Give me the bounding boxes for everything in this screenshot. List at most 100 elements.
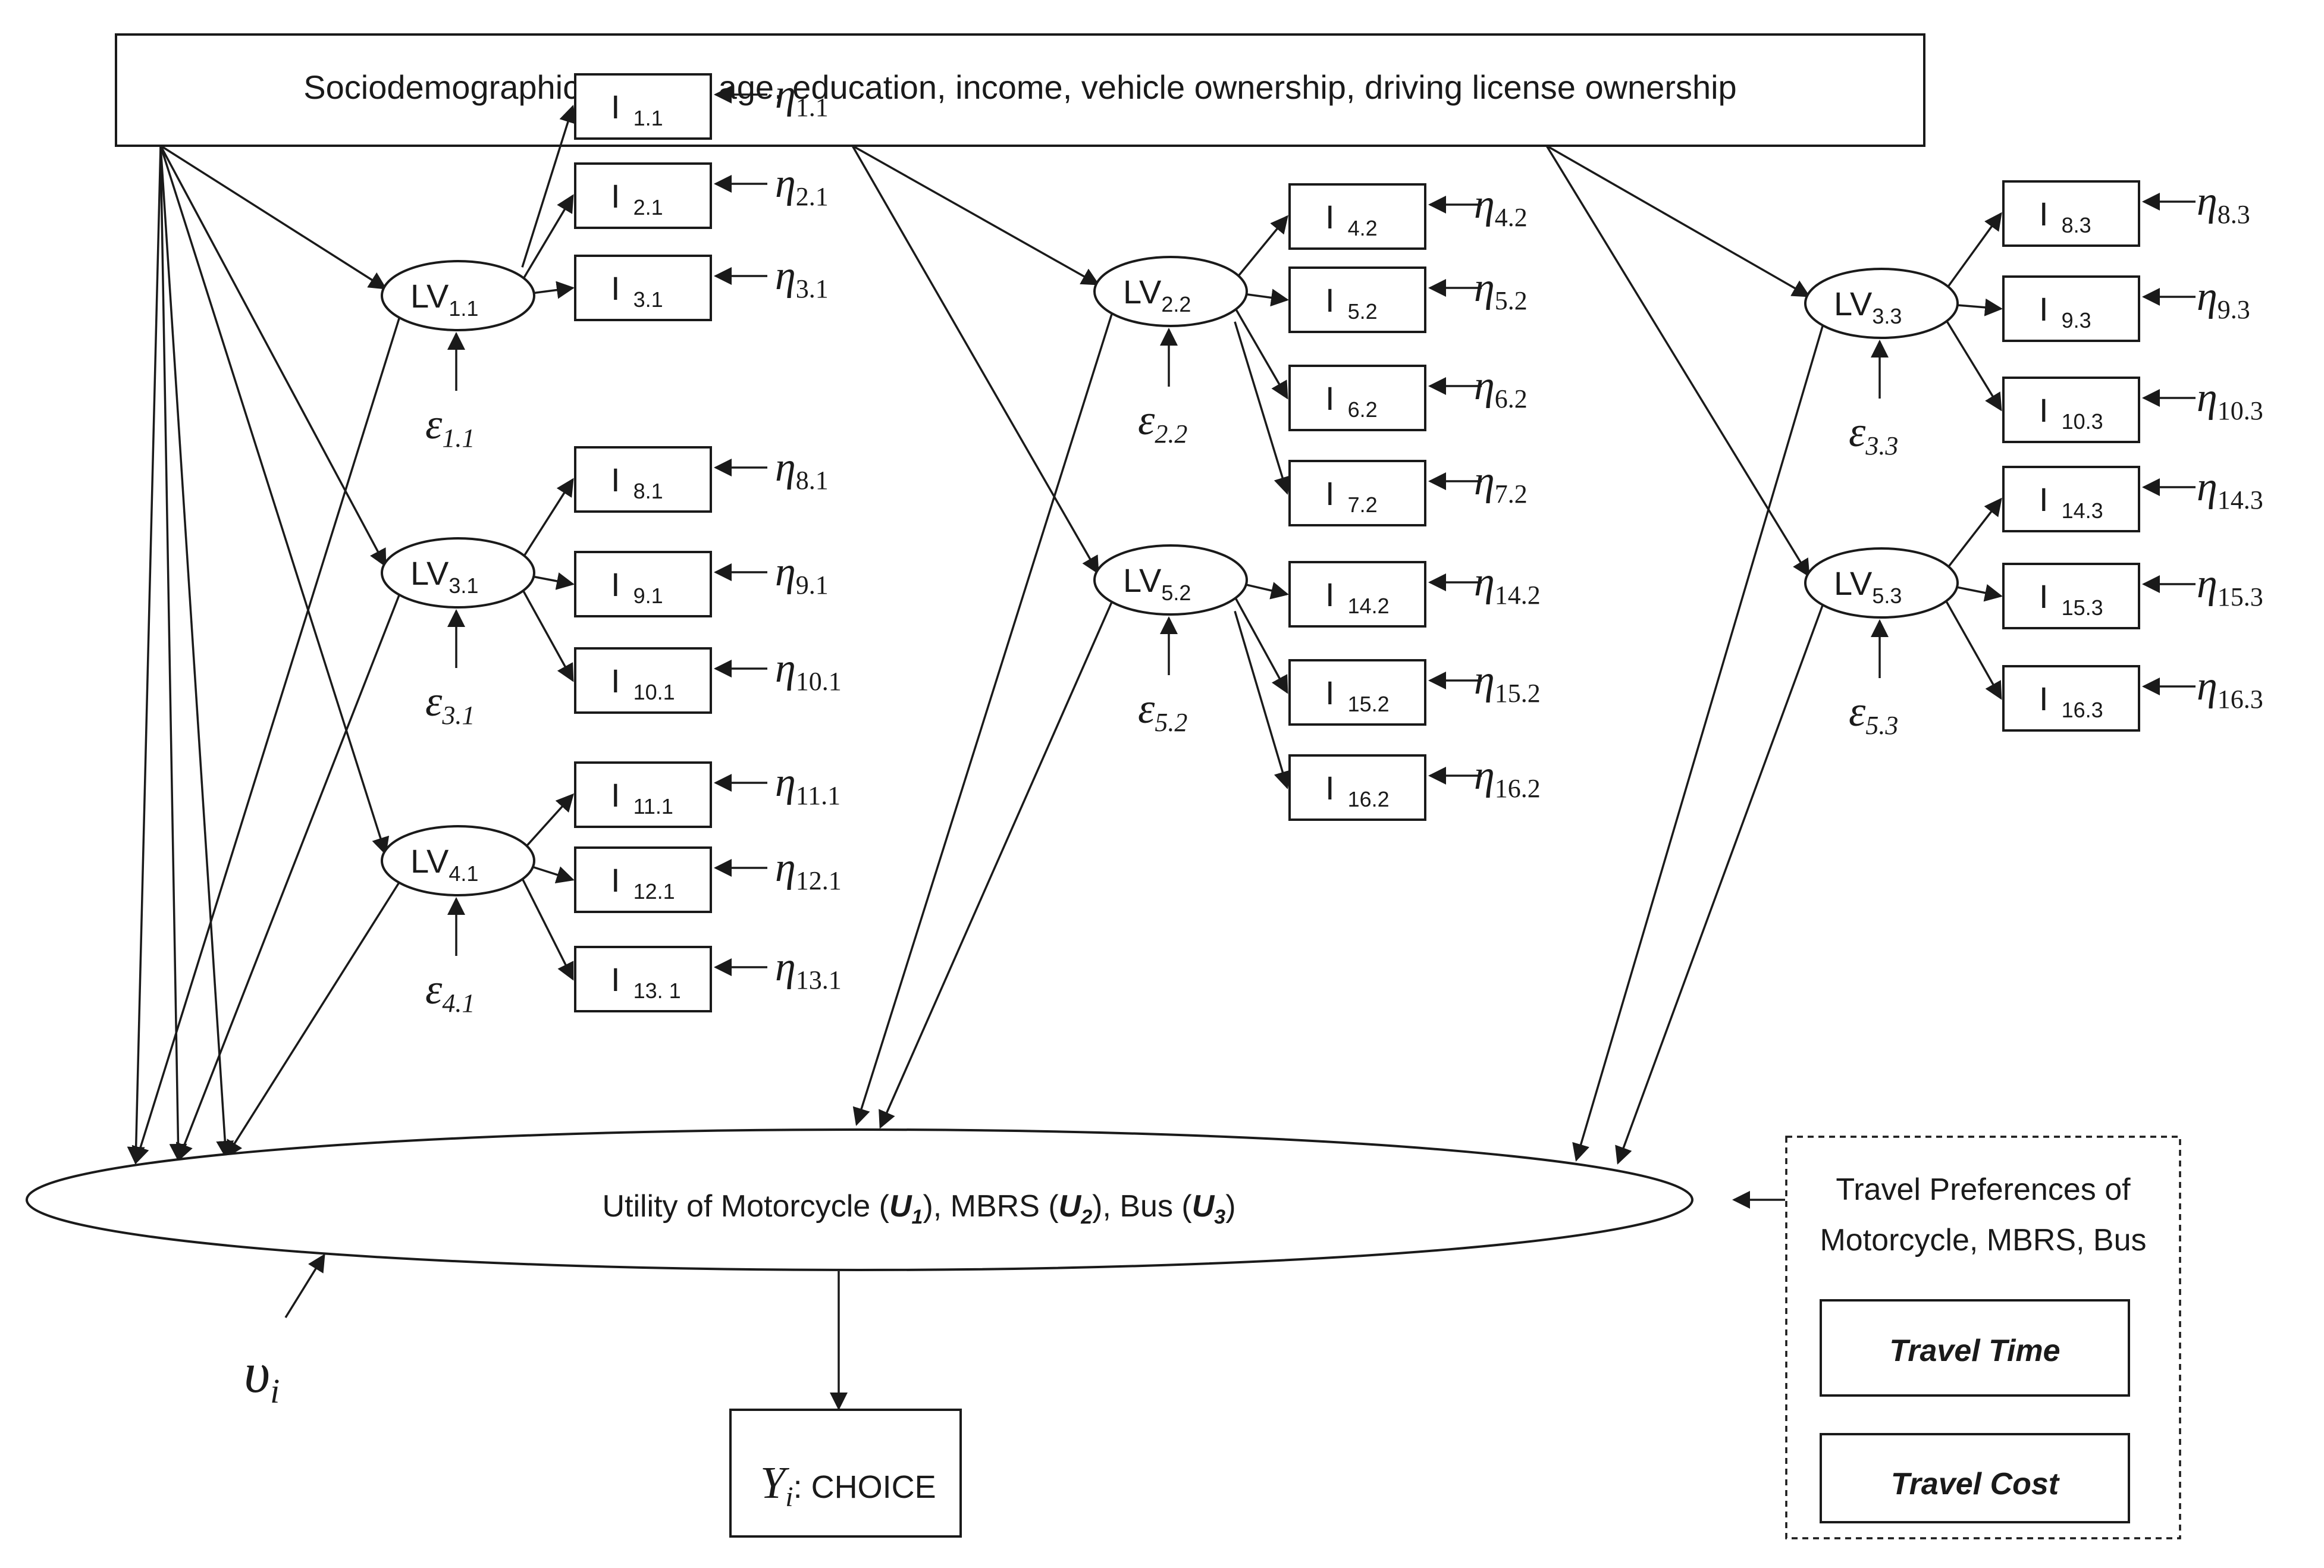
utility-mid2: ), Bus (: [1092, 1189, 1192, 1224]
indicator-subscript: 4.2: [1348, 216, 1378, 240]
eta-subscript: 4.2: [1495, 203, 1528, 232]
socio-to-lv41-arrow: [159, 145, 390, 855]
eta-subscript: 8.1: [796, 466, 829, 495]
indicator-base: I: [1325, 475, 1335, 512]
indicator-subscript: 5.2: [1348, 299, 1378, 324]
lv-to-indicator-arrow: [1944, 497, 2002, 571]
indicator-label: I 14.2: [1325, 576, 1390, 618]
travel-preferences-box: [1785, 1136, 2181, 1539]
indicator-base: I: [1325, 281, 1335, 319]
lv-label: LV4.1: [410, 842, 478, 886]
sociodemographic-box: [115, 33, 1925, 147]
eta-symbol: η: [775, 645, 796, 691]
indicator-subscript: 15.2: [1348, 692, 1390, 716]
socio-to-utility-arrow: [159, 145, 234, 1159]
lv-subscript: 3.3: [1872, 304, 1902, 328]
sociodemographic-label: Sociodemographic: gender, age, education…: [303, 68, 1736, 106]
indicator-subscript: 11.1: [633, 794, 673, 819]
lv-error-subscript: 5.2: [1155, 708, 1187, 737]
indicator-base: I: [611, 461, 620, 498]
lv-error-label: ε5.3: [1849, 688, 1898, 740]
indicator-label: I 14.3: [2039, 481, 2103, 523]
eta-subscript: 8.3: [2218, 200, 2250, 229]
indicator-box: [2002, 466, 2140, 532]
lv-to-indicator-arrow: [1234, 321, 1291, 495]
indicator-box: [574, 647, 712, 714]
eta-symbol: η: [775, 161, 796, 206]
lv-error-subscript: 2.2: [1155, 419, 1187, 449]
eta-subscript: 2.1: [796, 182, 829, 211]
lv-base: LV: [1123, 273, 1162, 311]
eta-subscript: 14.3: [2218, 485, 2263, 515]
indicator-base: I: [2039, 481, 2049, 518]
indicator-base: I: [1325, 576, 1335, 613]
indicator-subscript: 9.3: [2062, 308, 2091, 333]
socio-to-utility-arrow: [127, 145, 162, 1165]
travel-cost-label: Travel Cost: [1891, 1467, 2060, 1501]
eta-subscript: 10.3: [2218, 396, 2263, 425]
lv-error-symbol: ε: [425, 400, 443, 448]
eta-subscript: 15.3: [2218, 582, 2263, 611]
eta-symbol: η: [1474, 559, 1495, 605]
indicator-base: I: [2039, 290, 2049, 328]
socio-to-lv22-arrow: [852, 145, 1100, 286]
lv-error-symbol: ε: [425, 678, 443, 725]
eta-symbol: η: [775, 944, 796, 990]
eta-label: η13.1: [775, 944, 842, 995]
lv33-to-utility-arrow: [1572, 324, 1824, 1162]
lv-label: LV2.2: [1123, 273, 1191, 316]
eta-symbol: η: [2197, 274, 2218, 319]
lv-to-indicator-arrow: [1234, 610, 1291, 789]
lv-error-subscript: 4.1: [442, 989, 475, 1018]
lv41-to-utility-arrow: [225, 881, 401, 1159]
indicator-box: [1288, 183, 1426, 250]
eta-subscript: 13.1: [796, 965, 842, 995]
indicator-subscript: 14.2: [1348, 594, 1390, 618]
eta-label: η8.1: [775, 444, 829, 495]
lv-to-indicator-arrow: [521, 878, 574, 981]
socio-to-lv52-arrow: [851, 145, 1099, 575]
choice-box: [729, 1409, 962, 1538]
lv-to-indicator-arrow: [1944, 318, 2002, 412]
lv-error-symbol: ε: [425, 965, 443, 1013]
indicator-subscript: 14.3: [2062, 498, 2103, 523]
eta-symbol: η: [775, 845, 796, 890]
indicator-box: [574, 551, 712, 617]
lv-to-indicator-arrow: [521, 793, 575, 852]
u2-symbol: U: [1059, 1189, 1082, 1224]
eta-symbol: η: [1474, 752, 1495, 798]
indicator-base: I: [2039, 680, 2049, 717]
indicator-subscript: 9.1: [633, 584, 663, 608]
lv-error-label: ε4.1: [425, 965, 475, 1018]
lv53-to-utility-arrow: [1615, 603, 1824, 1165]
lv-error-symbol: ε: [1138, 685, 1155, 732]
socio-to-lv11-arrow: [160, 145, 387, 290]
utility-error-label: υi: [244, 1341, 280, 1410]
indicator-box: [2002, 665, 2140, 732]
indicator-box: [574, 162, 712, 229]
lv-error-label: ε3.3: [1849, 408, 1898, 460]
lv-to-indicator-arrow: [521, 105, 577, 268]
lv-ellipse: [381, 825, 535, 896]
lv-to-indicator-arrow: [1944, 600, 2002, 700]
lv31-to-utility-arrow: [175, 593, 401, 1162]
eta-label: η3.1: [775, 253, 829, 303]
indicator-subscript: 6.2: [1348, 397, 1378, 422]
eta-symbol: η: [775, 71, 796, 117]
eta-symbol: η: [775, 549, 796, 595]
indicator-base: I: [1325, 769, 1335, 807]
u1-subscript: 1: [912, 1206, 923, 1228]
eta-label: η7.2: [1474, 458, 1528, 509]
eta-subscript: 6.2: [1495, 384, 1528, 413]
indicator-label: I 9.3: [2039, 290, 2091, 333]
